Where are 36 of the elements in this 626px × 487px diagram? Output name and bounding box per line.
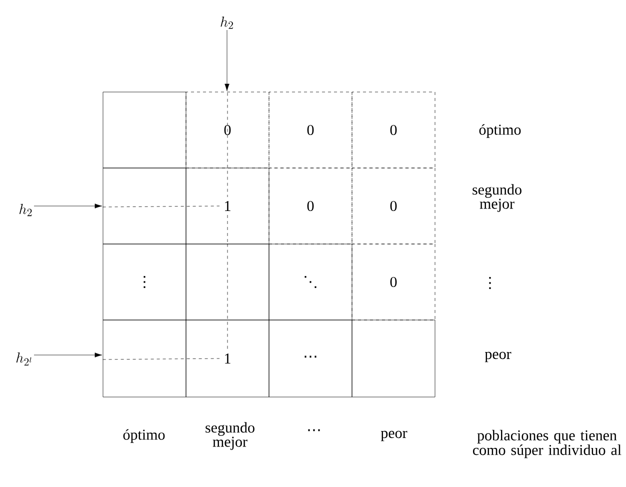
arrow-label: $h_2$ [20,204,32,216]
matrix-cell: 1 [186,168,270,244]
arrow-label: $h_{2^l}$ [16,352,32,366]
matrix-cell: ⋮ [102,244,186,320]
matrix-cell [102,168,186,244]
matrix-cell [102,92,186,168]
arrow [224,30,230,92]
arrow [34,204,102,208]
matrix-cell: 0 [352,244,436,320]
axis-label: peor [484,352,512,362]
arrow-label: $h_2$ [220,16,233,29]
matrix-cell: 1 [186,320,270,398]
matrix-cell: ⋱ [268,244,352,320]
matrix-cell [102,320,186,398]
matrix-cell: 0 [352,168,436,244]
axis-label: ⋯ [308,429,320,432]
axis-label: óptimo [123,429,165,443]
dashed-line [227,92,228,198]
matrix-cell [352,320,436,398]
dashed-line [227,244,228,350]
matrix-cell: 0 [352,92,436,168]
axis-label: óptimo [479,124,521,138]
matrix-cell: ⋯ [268,320,352,398]
axis-label: peor [380,430,408,442]
axis-label: segundo mejor [472,184,522,212]
matrix-cell [186,244,270,320]
axis-label: segundo mejor [206,422,254,450]
matrix-cell: 0 [186,92,270,168]
dashed-line [227,214,228,244]
matrix-cell: 0 [268,92,352,168]
dashed-line [102,206,220,208]
axis-label: poblaciones que tienen como súper individuo al [473,430,622,458]
arrow [34,352,102,358]
axis-label: ⋮ [489,276,491,290]
dashed-line [102,358,220,360]
matrix-cell: 0 [268,168,352,244]
